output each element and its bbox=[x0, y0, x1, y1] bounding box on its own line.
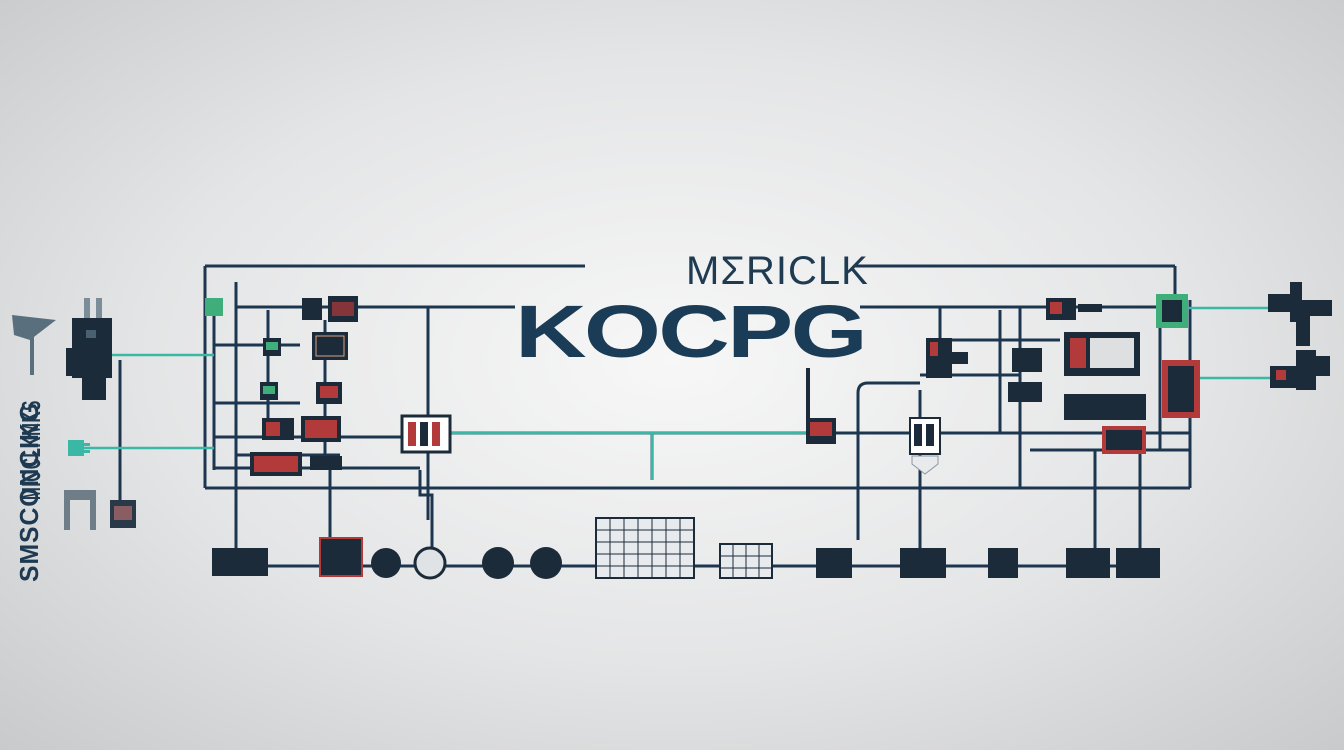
device-icon bbox=[66, 298, 112, 400]
bottom-box-6 bbox=[1066, 548, 1110, 578]
device-block-2 bbox=[312, 332, 348, 360]
bottom-box-5 bbox=[988, 548, 1018, 578]
flag-icon bbox=[12, 315, 56, 375]
right-module-1 bbox=[1046, 298, 1102, 320]
device-block-3 bbox=[316, 382, 342, 404]
bracket-icon bbox=[64, 490, 96, 530]
accent-wires bbox=[80, 306, 1270, 480]
plug-icon bbox=[68, 440, 90, 456]
bottom-box-1 bbox=[212, 548, 268, 576]
bottom-motor-1 bbox=[371, 548, 401, 578]
bottom-motor-4 bbox=[530, 547, 562, 579]
bottom-box-3 bbox=[816, 548, 852, 578]
motor-icon bbox=[926, 338, 968, 378]
side-label-inner: MIOCLKMKS bbox=[16, 400, 46, 500]
top-label: MΣRICLK bbox=[686, 249, 869, 293]
vert-7 bbox=[856, 381, 920, 394]
robot-arm-icon bbox=[1268, 282, 1332, 390]
bottom-motor-2 bbox=[413, 546, 447, 580]
device-block-5 bbox=[250, 452, 342, 476]
right-module-2 bbox=[1156, 294, 1188, 328]
bottom-devices bbox=[212, 517, 1160, 580]
vert-5 bbox=[418, 470, 434, 555]
right-panel bbox=[1064, 332, 1200, 420]
main-label: KOCPG bbox=[515, 290, 865, 373]
device-block-1 bbox=[302, 296, 358, 322]
bottom-box-7 bbox=[1116, 548, 1160, 578]
bottom-box-4 bbox=[900, 548, 946, 578]
bottom-box-2 bbox=[319, 537, 363, 577]
side-label-outer: SMSCONCIKG bbox=[14, 402, 44, 582]
small-device-left bbox=[110, 500, 136, 528]
bottom-motor-3 bbox=[482, 547, 514, 579]
relay-icon bbox=[205, 298, 281, 400]
center-device bbox=[806, 368, 836, 444]
bottom-grid-panel bbox=[595, 517, 695, 579]
right-module-4 bbox=[1102, 426, 1146, 454]
panel-icon bbox=[400, 414, 452, 454]
right-module-3 bbox=[1008, 348, 1042, 402]
switch-device bbox=[909, 417, 941, 475]
device-block-4 bbox=[262, 416, 341, 442]
panel-grid-lines bbox=[596, 518, 772, 578]
